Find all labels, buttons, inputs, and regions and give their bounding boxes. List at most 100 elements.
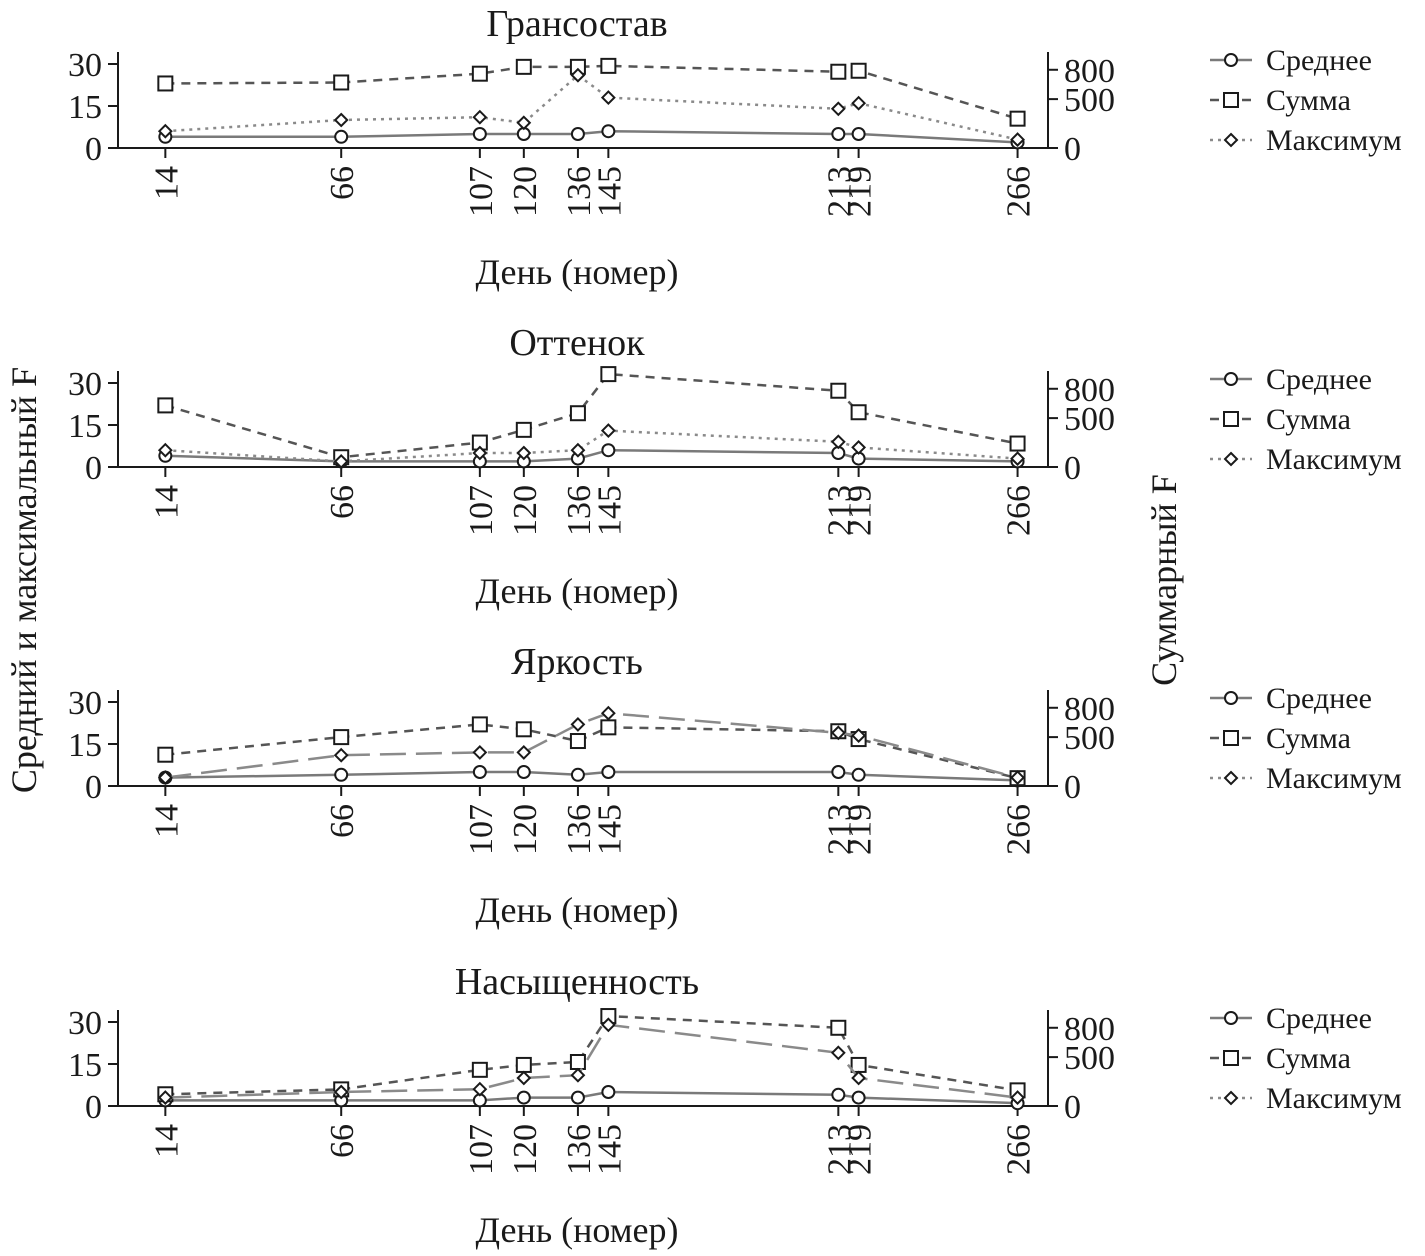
data-point	[516, 1070, 532, 1086]
series-line	[165, 711, 1018, 779]
legend-marker	[1223, 1090, 1239, 1106]
right-y-tick-label: 800	[1064, 1011, 1115, 1048]
left-y-tick-label: 30	[68, 366, 102, 403]
legend-marker	[1224, 1011, 1238, 1025]
legend-label: Среднее	[1266, 363, 1372, 396]
series-3	[157, 705, 1025, 786]
x-tick-label: 145	[591, 1124, 628, 1175]
data-point	[600, 366, 617, 383]
data-point	[334, 129, 349, 144]
x-tick-label: 266	[1001, 166, 1038, 217]
x-axis-label: День (номер)	[476, 890, 679, 930]
data-point	[830, 1019, 847, 1036]
right-y-tick-label: 800	[1064, 372, 1115, 409]
legend-marker	[1223, 770, 1239, 786]
x-tick-label: 213	[821, 166, 858, 217]
data-point	[601, 1085, 616, 1099]
series-3	[157, 67, 1025, 148]
right-y-tick-label: 0	[1064, 131, 1081, 168]
chart-title: Грансостав	[486, 3, 667, 45]
chart-title: Яркость	[511, 641, 643, 683]
series-line	[165, 448, 1018, 463]
data-point	[472, 1081, 488, 1097]
x-tick-label: 120	[507, 166, 544, 217]
series-line	[165, 723, 1018, 780]
data-point	[472, 765, 487, 779]
x-tick-label: 14	[148, 485, 185, 519]
x-tick-label: 120	[507, 804, 544, 855]
x-tick-label: 219	[842, 804, 879, 855]
legend-label: Сумма	[1266, 722, 1351, 755]
series-1	[158, 124, 1025, 150]
x-tick-label: 145	[591, 166, 628, 217]
data-point	[333, 747, 349, 763]
data-point	[830, 434, 846, 450]
data-point	[333, 112, 349, 128]
series-1	[158, 765, 1025, 788]
left-y-tick-label: 0	[85, 131, 102, 168]
legend-label: Сумма	[1266, 1042, 1351, 1075]
legend-label: Максимум	[1266, 124, 1402, 157]
data-point	[515, 58, 532, 75]
data-point	[333, 453, 349, 469]
left-y-tick-label: 30	[68, 685, 102, 722]
x-tick-label: 66	[324, 1124, 361, 1158]
legend-label: Сумма	[1266, 403, 1351, 436]
data-point	[472, 445, 488, 461]
series-line	[165, 73, 1018, 141]
data-point	[600, 719, 617, 736]
series-line	[165, 1014, 1018, 1096]
data-point	[157, 770, 173, 786]
data-point	[1010, 451, 1025, 467]
x-tick-label: 66	[324, 485, 361, 519]
data-point	[851, 1070, 867, 1086]
x-tick-label: 136	[561, 804, 598, 855]
data-point	[831, 127, 846, 141]
x-tick-label: 14	[148, 166, 185, 200]
data-point	[851, 1090, 866, 1105]
right-y-tick-label: 800	[1064, 53, 1115, 90]
legend-marker	[1223, 92, 1239, 108]
data-point	[1010, 770, 1025, 786]
series-2	[157, 366, 1026, 466]
data-point	[1009, 435, 1026, 452]
x-tick-label: 213	[821, 485, 858, 536]
legend-label: Среднее	[1266, 1002, 1372, 1035]
data-point	[157, 1090, 173, 1106]
x-tick-label: 136	[561, 166, 598, 217]
legend-label: Среднее	[1266, 682, 1372, 715]
x-tick-label: 266	[1001, 804, 1038, 855]
x-tick-label: 266	[1001, 1124, 1038, 1175]
data-point	[830, 725, 846, 741]
data-point	[516, 744, 532, 760]
x-tick-label: 213	[821, 804, 858, 855]
left-y-tick-label: 0	[85, 769, 102, 806]
legend-marker	[1224, 53, 1238, 67]
data-point	[830, 101, 846, 117]
data-point	[850, 1056, 867, 1073]
x-tick-label: 266	[1001, 485, 1038, 536]
right-y-tick-label: 500	[1064, 401, 1115, 438]
data-point	[472, 127, 487, 141]
x-tick-label: 213	[821, 1124, 858, 1175]
data-point	[851, 127, 866, 141]
series-line	[165, 770, 1018, 782]
data-point	[472, 109, 488, 125]
data-point	[157, 746, 174, 763]
data-point	[830, 1045, 846, 1061]
data-point	[850, 404, 867, 421]
right-y-tick-label: 500	[1064, 1040, 1115, 1077]
data-point	[601, 124, 616, 139]
data-point	[830, 63, 847, 80]
data-point	[570, 767, 585, 782]
data-point	[831, 765, 846, 779]
data-point	[515, 421, 532, 438]
left-y-tick-label: 30	[68, 47, 102, 84]
data-point	[850, 62, 867, 79]
right-y-tick-label: 0	[1064, 1089, 1081, 1126]
x-axis-label: День (номер)	[476, 571, 679, 611]
